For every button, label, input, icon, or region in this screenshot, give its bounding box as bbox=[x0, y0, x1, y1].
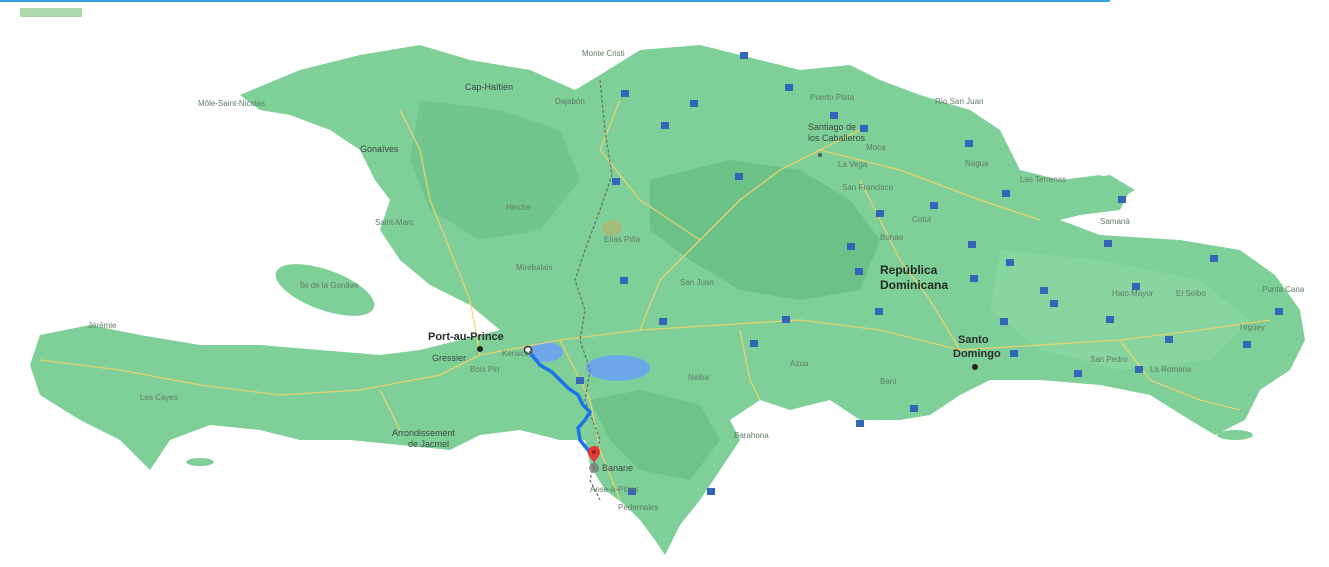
route-destination-shadow bbox=[589, 463, 599, 473]
label-puerto-plata: Puerto Plata bbox=[810, 93, 855, 102]
label-santo-domingo-2: Domingo bbox=[953, 348, 1001, 360]
label-santiago-1: Santiago de bbox=[808, 122, 856, 132]
driving-route bbox=[526, 348, 595, 460]
ile-de-la-gonave bbox=[275, 264, 375, 316]
lago-enriquillo bbox=[586, 355, 650, 381]
label-cotui: Cotuí bbox=[912, 215, 932, 224]
label-mole-saint-nicolas: Môle-Saint-Nicolas bbox=[198, 99, 265, 108]
label-ile-de-la-gonave: Île de la Gonâve bbox=[299, 281, 359, 290]
label-la-vega: La Vega bbox=[838, 160, 868, 169]
label-la-romana: La Romana bbox=[1150, 365, 1192, 374]
haiti-dr-border bbox=[574, 79, 613, 501]
label-arrondissement-jacmel-1: Arrondissement bbox=[392, 428, 456, 438]
east-plain-relief bbox=[990, 250, 1250, 370]
santiago-dot bbox=[818, 153, 822, 157]
label-punta-cana: Punta Cana bbox=[1262, 285, 1305, 294]
route-origin-marker bbox=[523, 345, 533, 355]
label-kenscoff: Kenscoff bbox=[502, 349, 534, 358]
label-las-terrenas: Las Terrenas bbox=[1020, 175, 1066, 184]
road-network bbox=[39, 99, 1271, 501]
isla-saona bbox=[1217, 430, 1253, 440]
ile-a-vache bbox=[186, 458, 214, 466]
label-banane: Banane bbox=[602, 463, 633, 473]
ile-de-la-tortue bbox=[265, 81, 325, 95]
label-neiba: Neiba bbox=[688, 373, 709, 382]
label-saint-marc: Saint-Marc bbox=[375, 218, 414, 227]
label-rio-san-juan: Río San Juan bbox=[935, 97, 983, 106]
label-samana: Samaná bbox=[1100, 217, 1130, 226]
label-barahona: Barahona bbox=[734, 431, 769, 440]
label-higuey: Higüey bbox=[1240, 323, 1265, 332]
map-corner-swatch bbox=[20, 8, 82, 17]
label-el-seibo: El Seibo bbox=[1176, 289, 1206, 298]
label-dajabon: Dajabón bbox=[555, 97, 585, 106]
label-gressier: Gressier bbox=[432, 353, 466, 363]
label-les-cayes: Les Cayes bbox=[140, 393, 178, 402]
etang-saumatre bbox=[527, 342, 563, 362]
label-pedernales: Pedernales bbox=[618, 503, 658, 512]
label-monte-cristi: Monte Cristi bbox=[582, 49, 625, 58]
haiti-north-relief bbox=[410, 100, 580, 240]
label-jeremie: Jérémie bbox=[88, 321, 117, 330]
label-bani: Baní bbox=[880, 377, 897, 386]
label-arrondissement-jacmel-2: de Jacmel bbox=[408, 439, 449, 449]
label-azua: Azua bbox=[790, 359, 809, 368]
santo-domingo-dot[interactable] bbox=[972, 364, 978, 370]
destination-pin[interactable] bbox=[588, 446, 600, 462]
port-au-prince-dot[interactable] bbox=[477, 346, 483, 352]
label-nagua: Nagua bbox=[965, 159, 989, 168]
label-san-pedro: San Pedro bbox=[1090, 355, 1128, 364]
label-santo-domingo-1: Santo bbox=[958, 334, 989, 346]
label-anse-a-pitres: Anse-à-Pitres bbox=[590, 485, 638, 494]
label-elias-pina: Elías Piña bbox=[604, 235, 641, 244]
label-bonao: Bonao bbox=[880, 233, 904, 242]
label-moca: Moca bbox=[866, 143, 886, 152]
hispaniola-landmass bbox=[30, 45, 1305, 555]
label-port-au-prince: Port-au-Prince bbox=[428, 331, 504, 343]
lake-peligre bbox=[602, 220, 622, 236]
top-border-line bbox=[0, 0, 1110, 2]
label-cap-haitien: Cap-Haïtien bbox=[465, 82, 513, 92]
label-san-francisco: San Francisco bbox=[842, 183, 894, 192]
label-country-dr-2: Dominicana bbox=[880, 278, 948, 292]
label-mirebalais: Mirebalais bbox=[516, 263, 552, 272]
label-hato-mayor: Hato Mayor bbox=[1112, 289, 1154, 298]
highway-shields bbox=[576, 52, 1283, 495]
massif-la-selle-relief bbox=[590, 390, 720, 480]
cordillera-central-relief bbox=[650, 160, 880, 300]
label-bois-pin: Bois Pin bbox=[470, 365, 499, 374]
label-santiago-2: los Caballeros bbox=[808, 133, 866, 143]
label-san-juan: San Juan bbox=[680, 278, 714, 287]
label-country-dr-1: República bbox=[880, 263, 938, 277]
label-gonaives: Gonaïves bbox=[360, 144, 399, 154]
label-hinche: Hinche bbox=[506, 203, 531, 212]
samana-peninsula bbox=[1050, 175, 1135, 212]
